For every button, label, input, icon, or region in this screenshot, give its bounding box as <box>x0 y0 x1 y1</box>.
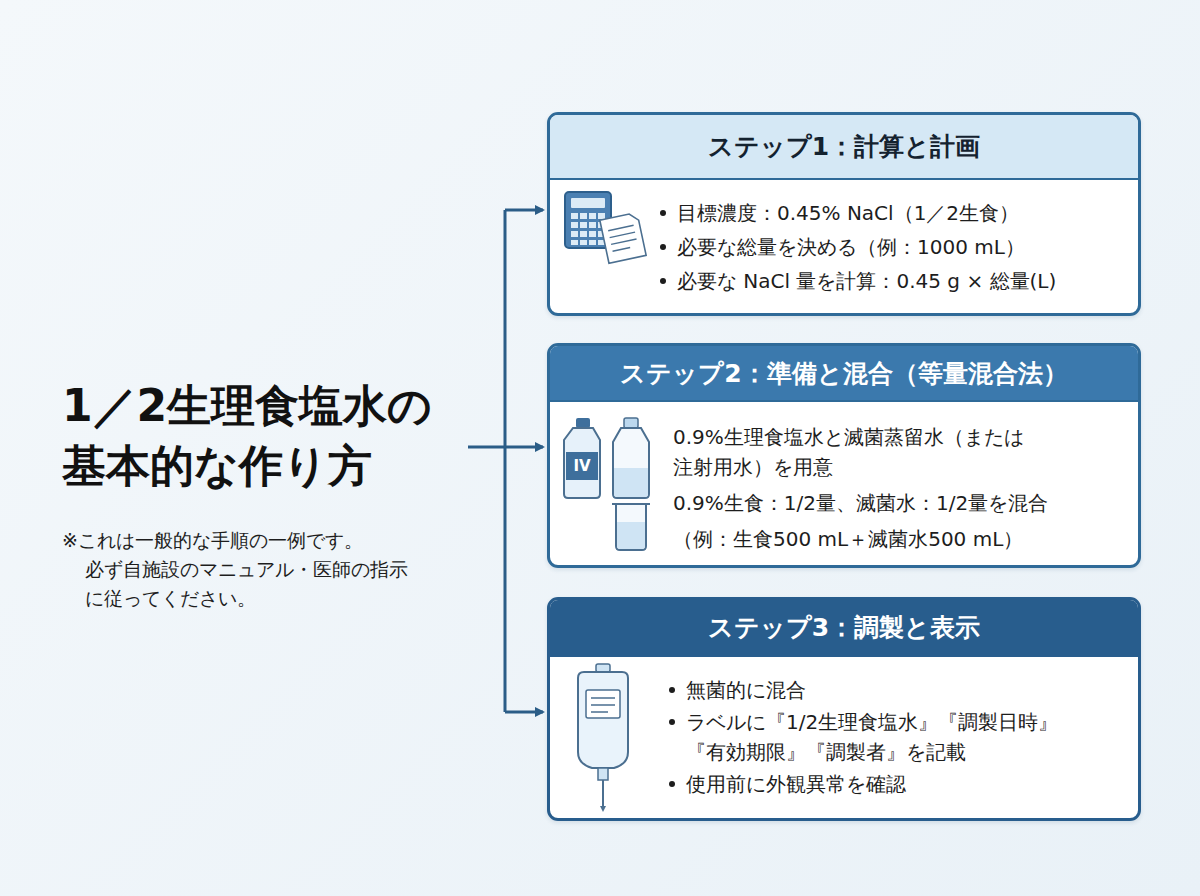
water-bottle-icon <box>613 418 649 498</box>
step-body: 0.9%生理食塩水と滅菌蒸留水（または 注射用水）を用意 0.9%生食：1/2量、… <box>550 402 1138 565</box>
bottle-label-text: IV <box>566 456 598 476</box>
calculator-icon <box>565 192 611 248</box>
bullet-dot <box>660 210 666 216</box>
key <box>589 213 596 219</box>
step-item: 使用前に外観異常を確認 <box>686 769 1124 799</box>
bullet-dot <box>669 719 675 725</box>
bag-body <box>578 672 628 768</box>
paper-sheet <box>600 212 646 263</box>
key <box>580 231 587 237</box>
paper-icon <box>600 212 646 263</box>
key <box>580 213 587 219</box>
step-item: ラベルに『1/2生理食塩水』『調製日時』 『有効期限』『調製者』を記載 <box>686 707 1124 767</box>
key <box>580 222 587 228</box>
step-body: 無菌的に混合ラベルに『1/2生理食塩水』『調製日時』 『有効期限』『調製者』を記… <box>550 657 1138 818</box>
calculator-screen <box>571 198 605 208</box>
bracket-spine <box>504 210 507 712</box>
bracket-arm <box>505 446 543 449</box>
step-box: ステップ2：準備と混合（等量混合法）0.9%生理食塩水と滅菌蒸留水（または 注射… <box>547 343 1141 568</box>
beaker-liquid <box>617 522 645 549</box>
step-item: 無菌的に混合 <box>686 675 1124 705</box>
bracket-arm <box>505 209 543 212</box>
bullet-dot <box>669 781 675 787</box>
step-text: 目標濃度：0.45% NaCl（1／2生食） <box>677 201 1019 225</box>
key <box>598 222 605 228</box>
bracket-stem <box>468 446 505 449</box>
beaker-icon <box>612 504 650 550</box>
bottle-body <box>613 428 649 498</box>
bottle-body <box>564 428 600 498</box>
bag-hanger <box>596 664 610 672</box>
key <box>571 240 578 245</box>
bag-port <box>598 768 608 780</box>
step-text: ラベルに『1/2生理食塩水』『調製日時』 『有効期限』『調製者』を記載 <box>686 710 1058 764</box>
bag-label-lines <box>591 698 615 712</box>
bottle-liquid <box>614 468 648 497</box>
step-item: 必要な総量を決める（例：1000 mL） <box>677 232 1124 262</box>
step-item: 0.9%生食：1/2量、滅菌水：1/2量を混合 <box>673 488 1124 518</box>
key <box>571 231 578 237</box>
calculator-keys <box>571 213 605 245</box>
step-text: 必要な総量を決める（例：1000 mL） <box>677 235 1025 259</box>
step-item: 必要な NaCl 量を計算：0.45 g × 総量(L) <box>677 266 1124 296</box>
bag-label <box>586 690 620 718</box>
key <box>589 222 596 228</box>
key <box>598 231 605 237</box>
bullet-dot <box>660 244 666 250</box>
key <box>589 231 596 237</box>
calculator-body <box>565 192 611 248</box>
key <box>580 240 587 245</box>
bag-tip <box>600 806 606 812</box>
step-text: 必要な NaCl 量を計算：0.45 g × 総量(L) <box>677 269 1056 293</box>
bottle-cap <box>624 418 638 428</box>
step-text: （例：生食500 mL＋滅菌水500 mL） <box>673 527 1023 551</box>
step-box: ステップ3：調製と表示無菌的に混合ラベルに『1/2生理食塩水』『調製日時』 『有… <box>547 597 1141 821</box>
bag-tube <box>602 780 604 806</box>
step-item: 0.9%生理食塩水と滅菌蒸留水（または 注射用水）を用意 <box>673 422 1124 482</box>
paper-lines <box>608 225 638 251</box>
key <box>589 240 596 245</box>
iv-bottle-icon <box>564 418 600 498</box>
bracket-arm <box>505 711 543 714</box>
beaker-outline <box>612 504 650 550</box>
step-text: 使用前に外観異常を確認 <box>686 772 906 796</box>
step-item: （例：生食500 mL＋滅菌水500 mL） <box>673 524 1124 554</box>
note-text: ※これは一般的な手順の一例です。 必ず自施設のマニュアル・医師の指示 に従ってく… <box>62 526 515 613</box>
bottle-cap <box>576 418 590 428</box>
diagram-title: 1／2生理食塩水の 基本的な作り方 <box>62 376 492 496</box>
step-text: 無菌的に混合 <box>686 678 806 702</box>
step-box: ステップ1：計算と計画目標濃度：0.45% NaCl（1／2生食） 必要な総量を決… <box>547 112 1141 316</box>
key <box>571 222 578 228</box>
iv-bag-icon <box>578 664 628 812</box>
key <box>598 213 605 219</box>
key <box>598 240 605 245</box>
step-heading: ステップ2：準備と混合（等量混合法） <box>550 346 1138 402</box>
bullet-dot <box>669 687 675 693</box>
step-item: 目標濃度：0.45% NaCl（1／2生食） <box>677 198 1124 228</box>
key <box>571 213 578 219</box>
step-text: 0.9%生食：1/2量、滅菌水：1/2量を混合 <box>673 491 1048 515</box>
step-heading: ステップ1：計算と計画 <box>550 115 1138 180</box>
step-heading: ステップ3：調製と表示 <box>550 600 1138 657</box>
bullet-dot <box>660 278 666 284</box>
bottle-label <box>566 452 598 480</box>
step-text: 0.9%生理食塩水と滅菌蒸留水（または 注射用水）を用意 <box>673 425 1024 479</box>
step-body: 目標濃度：0.45% NaCl（1／2生食） 必要な総量を決める（例：1000 m… <box>550 180 1138 313</box>
